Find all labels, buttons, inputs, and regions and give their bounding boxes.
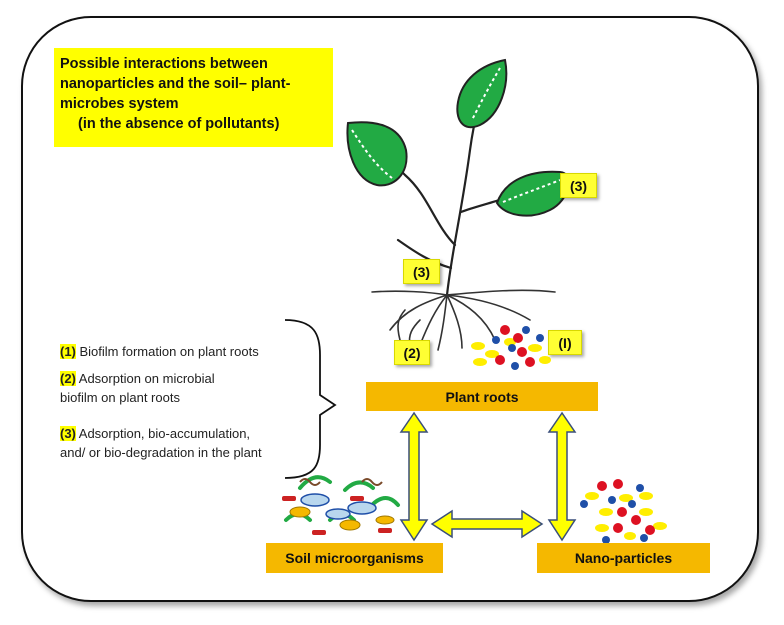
legend-bracket (284, 319, 337, 479)
plant-roots-drawing (371, 289, 556, 351)
diagram-title: Possible interactions between nanopartic… (54, 48, 333, 147)
legend-text-3b: and/ or bio-degradation in the plant (60, 445, 262, 460)
title-line-4: (in the absence of pollutants) (78, 116, 280, 132)
legend-text-2: Adsorption on microbial (75, 371, 215, 386)
leaf-right (495, 170, 570, 217)
legend-text-3: Adsorption, bio-accumulation, (75, 426, 251, 441)
arrows (399, 411, 577, 542)
soil-microorganisms-box: Soil microorganisms (266, 543, 443, 573)
badge-stem: (3) (403, 259, 440, 284)
legend-item-3: (3) Adsorption, bio-accumulation, and/ o… (60, 424, 262, 462)
leaf-top (456, 58, 508, 129)
plant-roots-box: Plant roots (366, 382, 598, 411)
arrow-roots-nanoparticles (547, 411, 577, 542)
legend-num-3: (3) (60, 426, 76, 441)
legend-item-1: (1) Biofilm formation on plant roots (60, 342, 259, 361)
legend-text-1: Biofilm formation on plant roots (75, 344, 259, 359)
root-particles (471, 325, 551, 370)
arrow-roots-microorganisms (399, 411, 429, 542)
legend-num-2: (2) (60, 371, 76, 386)
leaf-left (346, 121, 408, 187)
badge-root-left: (2) (394, 340, 430, 365)
badge-root-right: (I) (548, 330, 582, 355)
title-line-2: nanoparticles and the soil– plant- (60, 76, 291, 92)
title-line-1: Possible interactions between (60, 56, 268, 72)
title-line-3: microbes system (60, 96, 179, 112)
legend-text-2b: biofilm on plant roots (60, 390, 180, 405)
badge-leaf: (3) (560, 173, 597, 198)
legend-item-2: (2) Adsorption on microbial biofilm on p… (60, 369, 215, 407)
nano-particles-box: Nano-particles (537, 543, 710, 573)
arrow-microorganisms-nanoparticles (430, 509, 544, 539)
microorganisms-cluster (282, 475, 400, 535)
nano-particles-cluster (580, 479, 667, 544)
legend-num-1: (1) (60, 344, 76, 359)
